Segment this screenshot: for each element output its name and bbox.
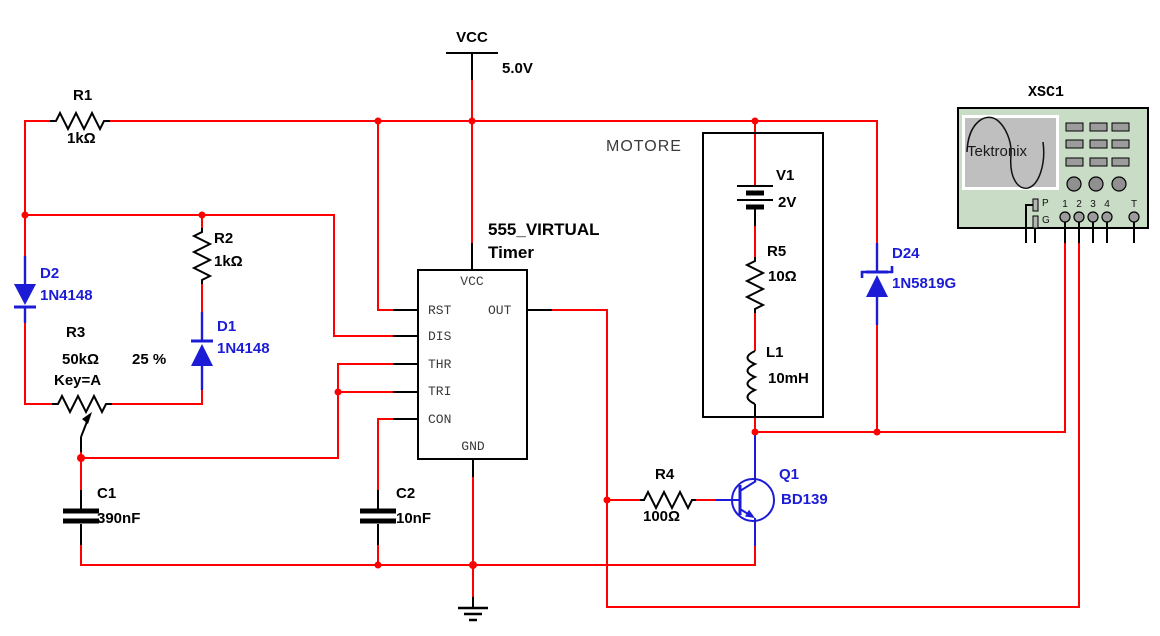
- capacitor-c2-symbol[interactable]: [360, 490, 396, 545]
- ic555-name-label: 555_VIRTUAL: [488, 220, 600, 239]
- pin-label-dis: DIS: [428, 329, 452, 344]
- capacitor-c1-symbol[interactable]: [63, 490, 99, 545]
- wire-vcc-rail-left[interactable]: [24, 120, 50, 258]
- r1-ref-label: R1: [73, 87, 93, 104]
- d2-value-label: 1N4148: [40, 287, 93, 304]
- r2-ref-label: R2: [214, 230, 234, 247]
- scope-ch2-label: 2: [1076, 199, 1082, 210]
- scope-terminal-1: [1059, 211, 1071, 223]
- battery-v1-symbol[interactable]: [737, 185, 773, 226]
- r4-ref-label: R4: [655, 466, 675, 483]
- scope-trigger-label: T: [1131, 199, 1138, 210]
- pin-label-tri: TRI: [428, 384, 452, 399]
- transistor-q1-symbol[interactable]: [716, 434, 775, 546]
- diode-d1-symbol[interactable]: [191, 312, 213, 390]
- ic555-type-label: Timer: [488, 243, 534, 262]
- v1-ref-label: V1: [776, 167, 795, 184]
- v1-value-label: 2V: [778, 194, 797, 211]
- scope-ch4-label: 4: [1104, 199, 1110, 210]
- motor-label: MOTORE: [606, 138, 682, 155]
- scope-brand-label: Tektronix: [967, 143, 1028, 160]
- r4-value-label: 100Ω: [643, 508, 681, 525]
- scope-ref-label: XSC1: [1028, 84, 1065, 101]
- scope-terminal-3: [1087, 211, 1099, 223]
- ic-555-symbol[interactable]: [393, 243, 552, 477]
- wire-nodeA-to-dis[interactable]: [25, 214, 393, 337]
- q1-ref-label: Q1: [779, 466, 800, 483]
- pin-label-gnd: GND: [461, 439, 485, 454]
- scope-terminals[interactable]: [1059, 211, 1140, 223]
- pin-label-rst: RST: [428, 303, 452, 318]
- wire-rail-to-rst[interactable]: [377, 121, 393, 311]
- d24-value-label: 1N5819G: [892, 275, 957, 292]
- d24-ref-label: D24: [892, 245, 920, 262]
- wire-d2-to-r3[interactable]: [24, 322, 52, 405]
- scope-terminal-4: [1101, 211, 1113, 223]
- r3-value-label: 50kΩ: [62, 351, 100, 368]
- r3-key-label: Key=A: [54, 372, 102, 389]
- scope-probe-label: P: [1042, 198, 1049, 209]
- l1-ref-label: L1: [766, 344, 784, 361]
- r5-value-label: 10Ω: [768, 268, 797, 285]
- wire-scope-ch1[interactable]: [755, 243, 1066, 433]
- c1-ref-label: C1: [97, 485, 117, 502]
- c2-ref-label: C2: [396, 485, 416, 502]
- wire-bottom-rail[interactable]: [80, 545, 756, 566]
- scope-ground-label: G: [1042, 215, 1050, 226]
- junction-dots: [21, 117, 881, 569]
- d2-ref-label: D2: [40, 265, 60, 282]
- r5-ref-label: R5: [767, 243, 787, 260]
- wire-vcc-rail[interactable]: [110, 120, 878, 245]
- oscilloscope-xsc1[interactable]: [957, 107, 1149, 243]
- scope-ch1-label: 1: [1062, 199, 1068, 210]
- vcc-label: VCC: [456, 29, 488, 46]
- c1-value-label: 390nF: [97, 510, 141, 527]
- scope-knobs[interactable]: [1066, 176, 1127, 192]
- resistor-r4-symbol[interactable]: [640, 489, 696, 511]
- resistor-r1-symbol[interactable]: [50, 110, 110, 132]
- r1-value-label: 1kΩ: [67, 130, 96, 147]
- resistor-r2-symbol[interactable]: [191, 228, 213, 284]
- q1-value-label: BD139: [781, 491, 828, 508]
- wire-thr-tri-wiper[interactable]: [81, 363, 393, 459]
- r2-value-label: 1kΩ: [214, 253, 243, 270]
- r3-setting-label: 25 %: [132, 351, 167, 368]
- resistor-r5-symbol[interactable]: [744, 257, 766, 313]
- d1-ref-label: D1: [217, 318, 237, 335]
- scope-terminal-t: [1128, 211, 1140, 223]
- wire-out-to-scope-ch2[interactable]: [552, 243, 1080, 608]
- scope-sine-wave: [966, 116, 1045, 189]
- inductor-l1-symbol[interactable]: [746, 350, 758, 416]
- pin-label-thr: THR: [428, 357, 452, 372]
- scope-terminal-leads: [1025, 204, 1135, 243]
- scope-buttons[interactable]: [1065, 122, 1130, 167]
- ground-symbol[interactable]: [458, 597, 488, 622]
- r3-ref-label: R3: [66, 324, 86, 341]
- potentiometer-r3-symbol[interactable]: [52, 393, 112, 452]
- vcc-power-symbol[interactable]: [446, 52, 498, 80]
- pin-label-vcc: VCC: [460, 274, 484, 289]
- diode-d2-symbol[interactable]: [14, 256, 36, 323]
- d1-value-label: 1N4148: [217, 340, 270, 357]
- scope-ch3-label: 3: [1090, 199, 1096, 210]
- scope-terminal-2: [1073, 211, 1085, 223]
- l1-value-label: 10mH: [768, 370, 809, 387]
- wire-con-to-c2[interactable]: [377, 418, 393, 490]
- motor-subcircuit-box[interactable]: [702, 132, 824, 418]
- vcc-value-label: 5.0V: [502, 60, 533, 77]
- diode-d24-symbol[interactable]: [860, 243, 894, 325]
- c2-value-label: 10nF: [396, 510, 432, 527]
- wire-r3-to-d1[interactable]: [112, 390, 203, 405]
- pin-label-con: CON: [428, 412, 452, 427]
- pin-label-out: OUT: [488, 303, 512, 318]
